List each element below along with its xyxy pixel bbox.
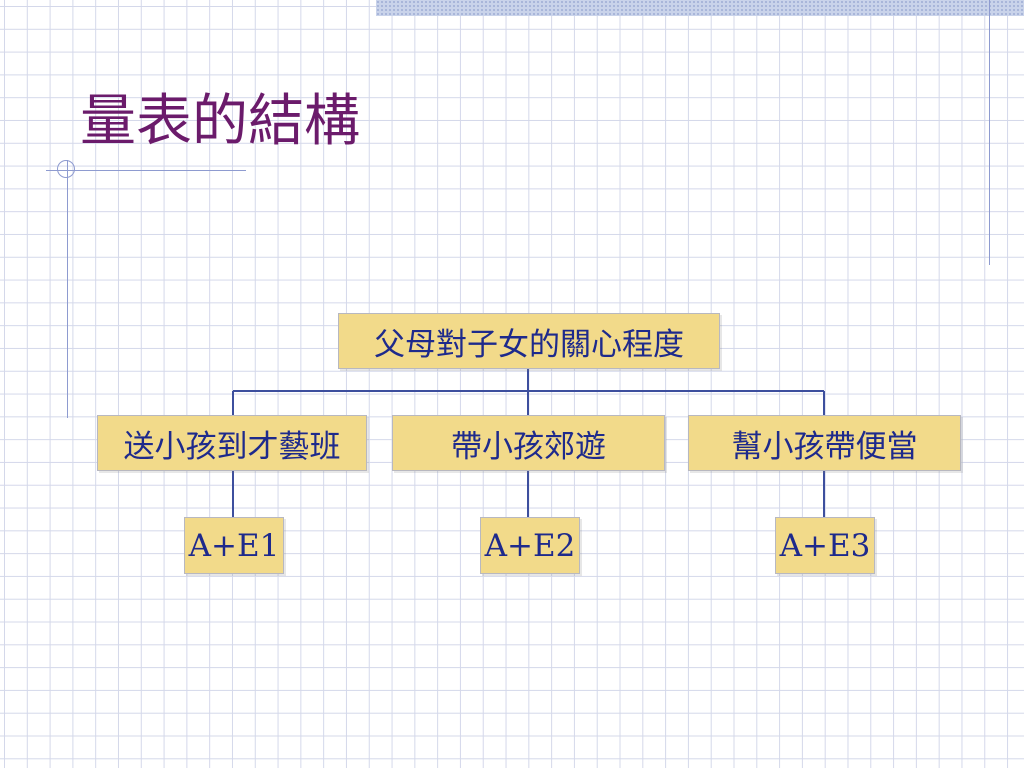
leaf-node-1-label: A+E1: [188, 527, 280, 564]
leaf-node-3-label: A+E3: [779, 527, 871, 564]
child-node-1-label: 送小孩到才藝班: [123, 428, 341, 465]
diagram-leaf-node-2: A+E2: [480, 517, 580, 574]
diagram-child-node-2: 帶小孩郊遊: [392, 415, 665, 471]
diagram-leaf-node-3: A+E3: [775, 517, 875, 574]
top-decorative-band: [376, 0, 1024, 16]
root-node-label: 父母對子女的關心程度: [374, 326, 684, 363]
title-underline-rule: [46, 170, 246, 171]
left-vertical-rule: [67, 160, 68, 418]
diagram-leaf-node-1: A+E1: [184, 517, 284, 574]
child-node-2-label: 帶小孩郊遊: [451, 428, 606, 465]
diagram-child-node-3: 幫小孩帶便當: [688, 415, 961, 471]
child-node-3-label: 幫小孩帶便當: [731, 428, 918, 465]
right-vertical-rule: [989, 0, 990, 265]
diagram-child-node-1: 送小孩到才藝班: [97, 415, 367, 471]
slide-title: 量表的結構: [80, 89, 360, 154]
diagram-root-node: 父母對子女的關心程度: [338, 313, 720, 369]
leaf-node-2-label: A+E2: [484, 527, 576, 564]
crosshair-circle-icon: [57, 160, 75, 178]
